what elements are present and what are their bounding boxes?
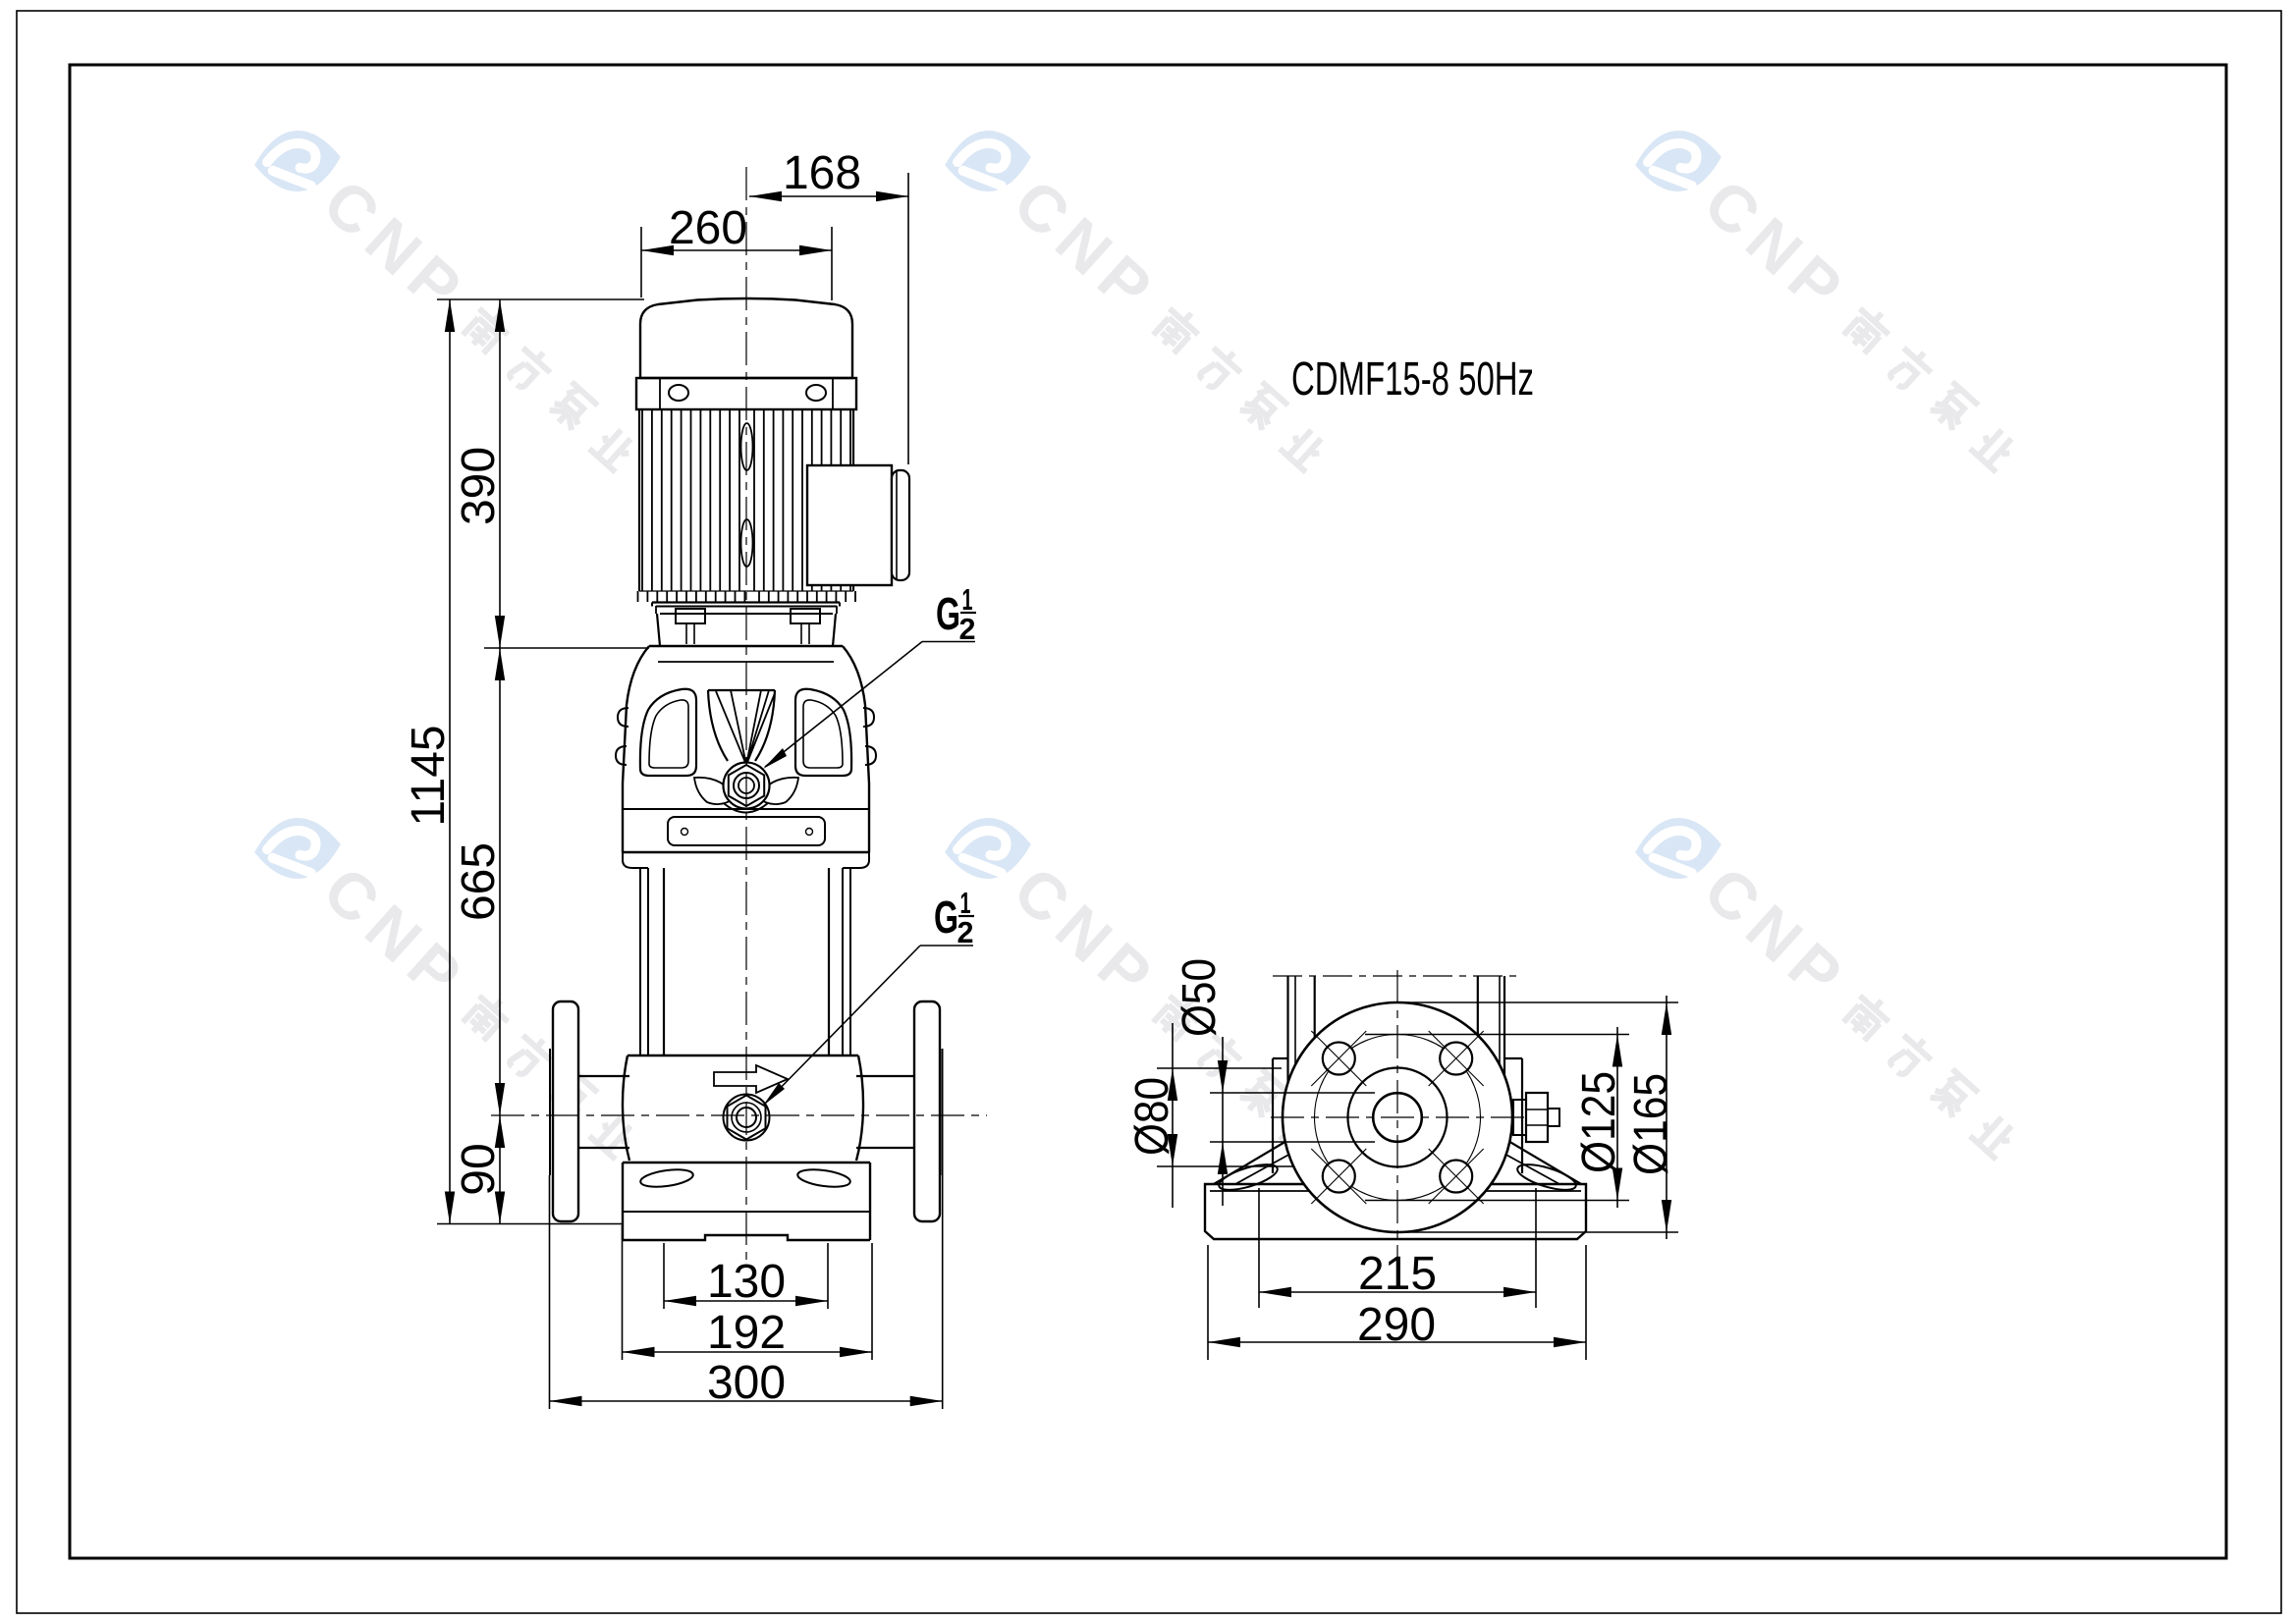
svg-text:260: 260 [669, 202, 747, 254]
svg-text:Ø125: Ø125 [1573, 1071, 1625, 1173]
svg-text:1: 1 [960, 886, 971, 920]
svg-text:2: 2 [959, 612, 976, 646]
svg-text:1145: 1145 [403, 725, 455, 826]
svg-text:390: 390 [453, 447, 505, 525]
svg-text:CDMF15-8 50Hz: CDMF15-8 50Hz [1291, 353, 1534, 406]
svg-text:2: 2 [957, 915, 974, 949]
svg-text:300: 300 [707, 1357, 786, 1409]
svg-text:665: 665 [453, 842, 505, 921]
svg-text:Ø50: Ø50 [1174, 958, 1226, 1037]
svg-text:90: 90 [453, 1143, 505, 1195]
svg-text:168: 168 [783, 147, 861, 199]
svg-text:192: 192 [707, 1307, 786, 1359]
svg-text:Ø165: Ø165 [1625, 1073, 1677, 1175]
svg-text:G: G [934, 892, 958, 943]
svg-text:130: 130 [707, 1256, 786, 1308]
svg-text:Ø80: Ø80 [1126, 1077, 1178, 1156]
svg-text:1: 1 [962, 582, 973, 617]
svg-text:290: 290 [1357, 1299, 1436, 1351]
svg-text:G: G [936, 588, 960, 639]
svg-text:215: 215 [1358, 1248, 1437, 1300]
